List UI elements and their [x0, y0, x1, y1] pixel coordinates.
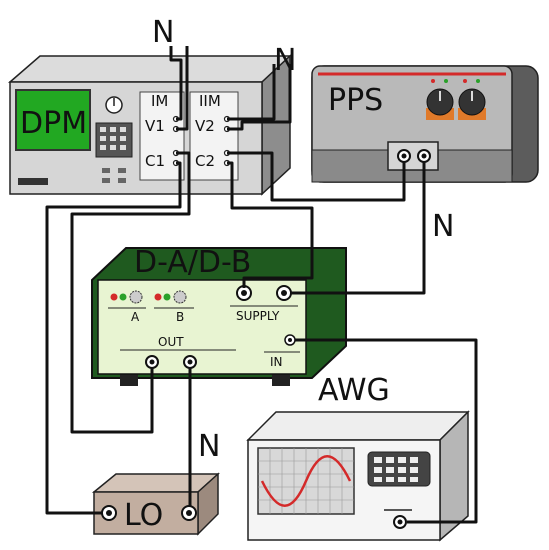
dadb-supply-label: SUPPLY — [236, 309, 280, 323]
bnc-connector-icon — [397, 149, 411, 163]
dadb-title: D-A/D-B — [134, 245, 251, 280]
bnc-connector-icon — [393, 515, 407, 529]
knob-icon — [129, 290, 143, 304]
n-label-bottom: N — [198, 429, 220, 464]
lo-box: LO — [91, 472, 220, 536]
led-icon — [110, 293, 127, 301]
pps-title: PPS — [328, 83, 383, 118]
bnc-connector-icon — [236, 285, 252, 301]
dpm-v2-label: V2 — [195, 117, 215, 135]
dpm-title: DPM — [20, 106, 87, 141]
pps-knob-icon — [458, 79, 486, 120]
bnc-connector-icon — [284, 334, 296, 346]
n-label-top: N — [152, 15, 174, 50]
dadb-instrument: D-A/D-B A B SUPPLY OUT — [91, 245, 347, 386]
pps-instrument: PPS — [311, 65, 539, 183]
bnc-connector-icon — [417, 149, 431, 163]
bnc-connector-icon — [183, 355, 197, 369]
awg-title: AWG — [318, 373, 390, 408]
dadb-out-label: OUT — [158, 335, 184, 349]
dpm-power-knob-icon — [105, 96, 123, 114]
bnc-connector-icon — [101, 505, 117, 521]
n-label-right: N — [432, 209, 454, 244]
awg-instrument: AWG — [246, 373, 470, 542]
dadb-a-label: A — [131, 310, 140, 324]
bnc-connector-icon — [145, 355, 159, 369]
n-label-upper-right: N — [274, 43, 296, 78]
dadb-in-label: IN — [270, 355, 283, 369]
bnc-connector-icon — [276, 285, 292, 301]
dpm-screen — [15, 89, 91, 151]
dadb-b-label: B — [176, 310, 184, 324]
dpm-instrument: DPM IM V1 C1 IIM V2 C2 — [7, 54, 292, 196]
dpm-c2-label: C2 — [195, 152, 215, 170]
dpm-c1-label: C1 — [145, 152, 165, 170]
knob-icon — [173, 290, 187, 304]
pps-knob-icon — [426, 79, 454, 120]
dpm-im-label: IM — [151, 92, 168, 110]
led-icon — [154, 293, 171, 301]
bnc-connector-icon — [181, 505, 197, 521]
dpm-v1-label: V1 — [145, 117, 165, 135]
dpm-iim-label: IIM — [199, 92, 221, 110]
lo-title: LO — [124, 498, 163, 533]
wiring — [45, 46, 478, 524]
dpm-channel1-panel — [139, 91, 185, 181]
dpm-channel2-panel — [189, 91, 239, 181]
sine-wave-icon — [260, 455, 352, 507]
